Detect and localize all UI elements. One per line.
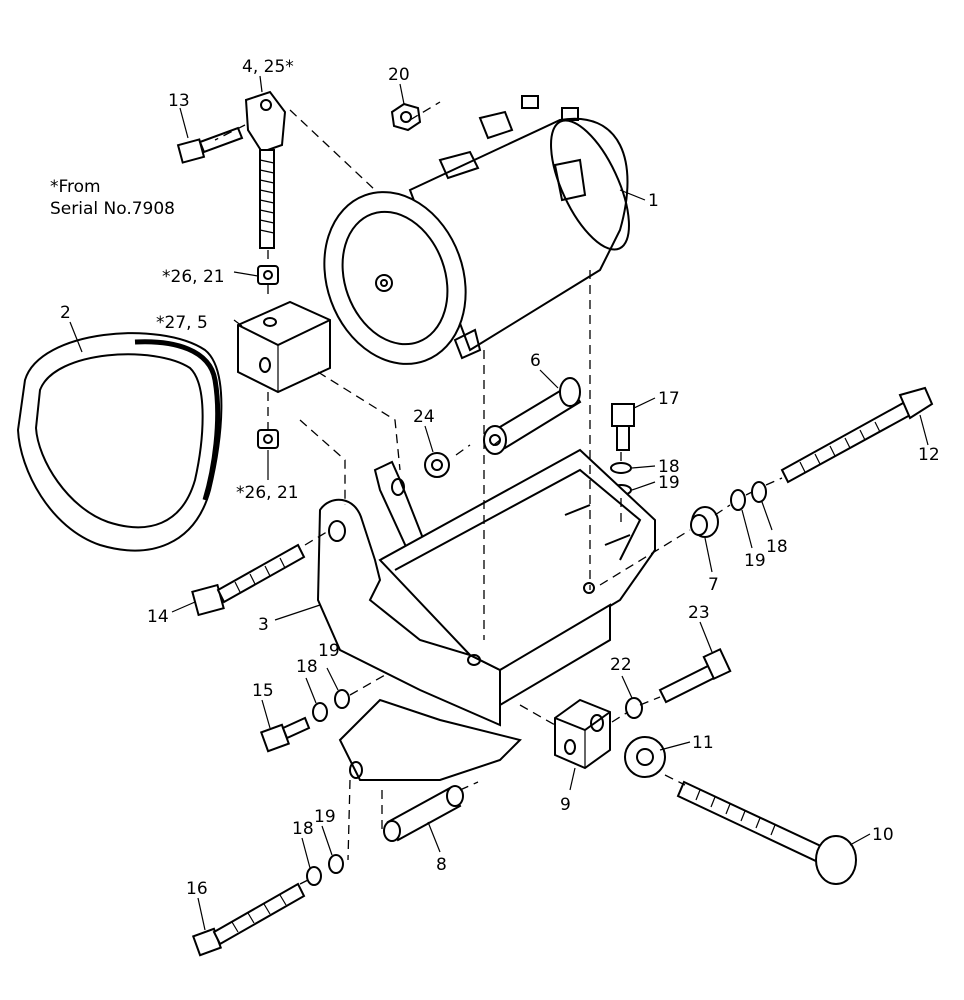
label-1: 1 <box>648 191 659 211</box>
long-bolt-12 <box>780 386 934 484</box>
washer-19-c <box>334 689 350 709</box>
spacer-8 <box>383 785 464 842</box>
mounting-bracket-3 <box>316 448 656 781</box>
drive-belt <box>16 332 223 552</box>
washer-19-d <box>328 854 344 874</box>
washer-18-a <box>610 462 632 474</box>
serial-note-line2: Serial No.7908 <box>50 199 175 219</box>
label-3: 3 <box>258 615 269 635</box>
label-18-c: 18 <box>296 657 318 677</box>
label-14: 14 <box>147 607 169 627</box>
leader-lines <box>69 75 929 931</box>
label-24: 24 <box>413 407 435 427</box>
bolt-10 <box>676 780 857 885</box>
label-17: 17 <box>658 389 680 409</box>
label-26-21-upper: *26, 21 <box>162 267 225 287</box>
label-19-b: 19 <box>744 551 766 571</box>
bolt-17 <box>611 403 635 451</box>
nut-24 <box>424 452 450 478</box>
label-15: 15 <box>252 681 274 701</box>
serial-note-line1: *From <box>50 177 101 197</box>
label-4-25: 4, 25* <box>242 57 294 77</box>
label-10: 10 <box>872 825 894 845</box>
label-9: 9 <box>560 795 571 815</box>
adjusting-block-9 <box>554 698 611 770</box>
bolt-13 <box>176 126 244 164</box>
alignment-lines <box>214 101 783 885</box>
label-18-a: 18 <box>658 457 680 477</box>
label-6: 6 <box>530 351 541 371</box>
washer-18-c <box>312 702 328 722</box>
label-2: 2 <box>60 303 71 323</box>
nut-26-lower <box>257 429 279 449</box>
nut-26-upper <box>257 265 279 285</box>
washer-19-b <box>730 489 746 511</box>
spacer-tube-6 <box>483 377 582 455</box>
label-7: 7 <box>708 575 719 595</box>
label-22: 22 <box>610 655 632 675</box>
adjusting-bracket-bolt <box>244 90 287 249</box>
washer-22 <box>625 697 643 719</box>
bolt-14 <box>191 543 306 617</box>
bolt-15 <box>259 716 311 753</box>
spacer-7 <box>690 506 719 538</box>
label-12: 12 <box>918 445 940 465</box>
part-labels: 1 2 3 4, 25* 6 7 8 9 10 11 12 13 14 15 1… <box>60 57 940 899</box>
label-19-d: 19 <box>314 807 336 827</box>
washer-18-d <box>306 866 322 886</box>
label-16: 16 <box>186 879 208 899</box>
label-13: 13 <box>168 91 190 111</box>
nut-11 <box>624 736 666 778</box>
compressor <box>323 95 630 365</box>
label-26-21-lower: *26, 21 <box>236 483 299 503</box>
label-27-5: *27, 5 <box>156 313 208 333</box>
label-18-d: 18 <box>292 819 314 839</box>
label-19-a: 19 <box>658 473 680 493</box>
bolt-23 <box>658 647 732 704</box>
label-23: 23 <box>688 603 710 623</box>
label-20: 20 <box>388 65 410 85</box>
adjusting-block-27 <box>237 300 331 394</box>
label-8: 8 <box>436 855 447 875</box>
label-11: 11 <box>692 733 714 753</box>
bolt-16 <box>191 882 306 957</box>
label-19-c: 19 <box>318 641 340 661</box>
washer-18-b <box>751 481 767 503</box>
label-18-b: 18 <box>766 537 788 557</box>
